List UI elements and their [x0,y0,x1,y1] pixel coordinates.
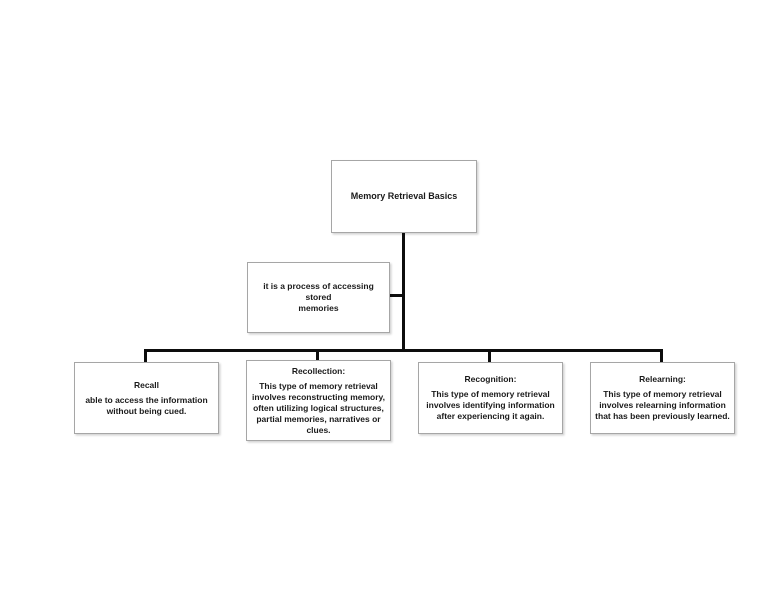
node-definition-text: it is a process of accessing stored memo… [263,281,374,313]
node-root-label: Memory Retrieval Basics [350,191,458,201]
node-recollection-body: This type of memory retrieval involves r… [251,380,386,435]
node-definition: it is a process of accessing stored memo… [247,262,390,333]
node-recollection: Recollection: This type of memory retrie… [246,360,391,441]
connector-drop-recall [144,349,147,362]
connector-root-vertical [402,233,405,350]
node-relearning-title: Relearning: [639,374,686,384]
connector-drop-recognition [488,349,491,362]
node-recollection-title: Recollection: [291,365,346,376]
node-recall-body: able to access the information without b… [85,394,208,416]
node-relearning: Relearning: This type of memory retrieva… [590,362,735,434]
connector-horizontal-bus [144,349,663,352]
node-recall: Recall able to access the information wi… [74,362,219,434]
node-recognition: Recognition: This type of memory retriev… [418,362,563,434]
node-recognition-body: This type of memory retrieval involves i… [426,389,555,421]
node-relearning-body: This type of memory retrieval involves r… [595,389,730,421]
connector-definition-stub [390,294,403,297]
node-root: Memory Retrieval Basics [331,160,477,233]
connector-drop-recollection [316,349,319,360]
connector-drop-relearning [660,349,663,362]
node-recall-title: Recall [133,379,160,390]
node-recognition-title: Recognition: [464,374,517,384]
